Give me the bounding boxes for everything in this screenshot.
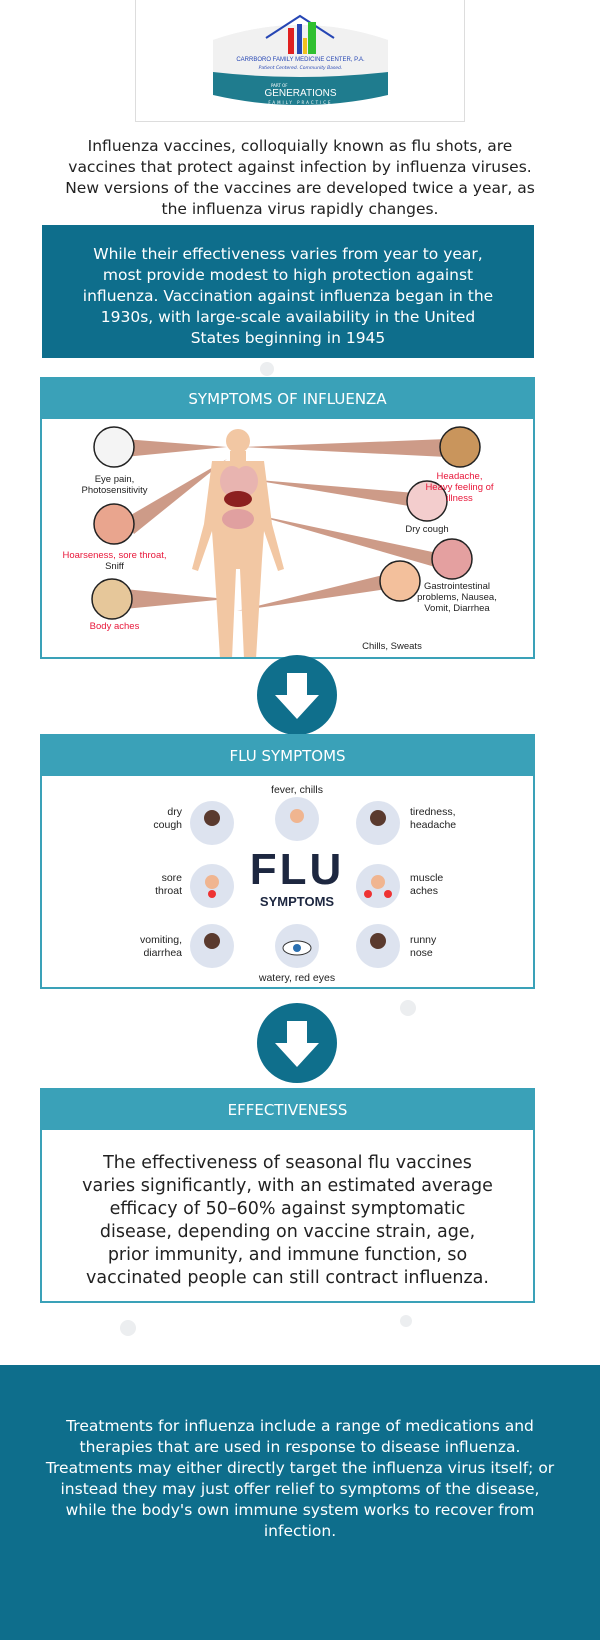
molecule-decoration [260,362,274,376]
intro-paragraph: Influenza vaccines, colloquially known a… [65,137,535,218]
panel-title: SYMPTOMS OF INFLUENZA [42,379,533,419]
logo: CARRBORO FAMILY MEDICINE CENTER, P.A. Pa… [208,10,393,110]
molecule-decoration [400,1000,416,1016]
symptoms-influenza-panel: SYMPTOMS OF INFLUENZA Eye pain, Photosen… [40,377,535,659]
effectiveness-text: The effectiveness of seasonal flu vaccin… [82,1153,493,1288]
effectiveness-panel: EFFECTIVENESS The effectiveness of seaso… [40,1088,535,1303]
flu-symptom-icons [190,797,400,968]
panel-title: EFFECTIVENESS [42,1090,533,1130]
molecule-decoration [120,1320,136,1336]
down-arrow-icon [257,655,337,735]
down-arrow-icon [257,1003,337,1083]
treatment-section: Treatments for influenza include a range… [0,1365,600,1640]
molecule-decoration [400,1315,412,1327]
anatomy-illustration [91,426,481,657]
panel-title: FLU SYMPTOMS [42,736,533,776]
highlight-box: While their effectiveness varies from ye… [42,225,534,358]
flu-symptoms-panel: FLU SYMPTOMS fever, chills dry cough tir… [40,734,535,989]
